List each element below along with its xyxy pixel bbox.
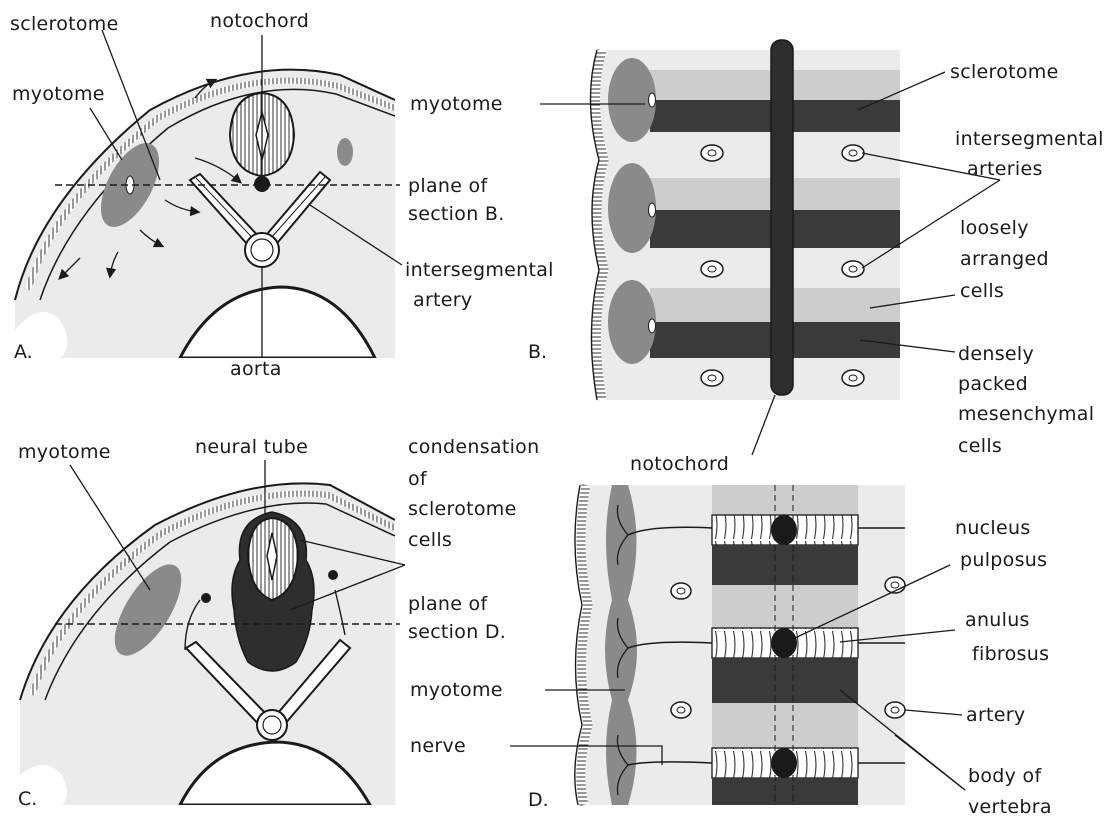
notochord-a bbox=[254, 176, 270, 192]
dense-segment-d bbox=[712, 545, 858, 585]
label-myotome-b: myotome bbox=[410, 93, 503, 115]
label-condensation-1: condensation bbox=[408, 436, 539, 458]
nucleus-pulposus bbox=[771, 628, 797, 658]
label-anulus-2: fibrosus bbox=[972, 643, 1049, 665]
leader-artery-d bbox=[905, 710, 962, 715]
loose-segment-d bbox=[712, 703, 858, 748]
label-dense-3: mesenchymal bbox=[958, 403, 1094, 425]
label-artery-d: artery bbox=[966, 704, 1025, 726]
aorta-a-inner bbox=[251, 239, 273, 261]
label-plane-d-2: section D. bbox=[408, 621, 506, 643]
aorta-c-inner bbox=[263, 716, 281, 734]
label-notochord-a: notochord bbox=[210, 10, 309, 32]
panel-letter-c: C. bbox=[18, 788, 37, 810]
label-body-2: vertebra bbox=[968, 796, 1052, 818]
myotome-b-lumen bbox=[649, 319, 656, 333]
label-plane-b-1: plane of bbox=[408, 175, 488, 197]
spinal-ganglion-c bbox=[328, 570, 338, 580]
leader-notochord-b bbox=[752, 395, 775, 455]
label-nucleus-2: pulposus bbox=[960, 549, 1047, 571]
dense-segment-d bbox=[712, 778, 858, 805]
label-loose-1: loosely bbox=[960, 217, 1029, 239]
loose-segment-d bbox=[712, 585, 858, 628]
label-notochord-d: notochord bbox=[630, 453, 729, 475]
label-nerve-d: nerve bbox=[410, 735, 466, 757]
panel-letter-a: A. bbox=[14, 341, 33, 363]
myotome-a-right bbox=[337, 138, 353, 166]
label-myotome-a: myotome bbox=[12, 83, 105, 105]
label-nucleus-1: nucleus bbox=[955, 517, 1031, 539]
label-sclerotome-a: sclerotome bbox=[10, 13, 119, 35]
label-arteries-b-2: arteries bbox=[967, 158, 1043, 180]
label-artery-a-1: intersegmental bbox=[405, 259, 554, 281]
label-sclerotome-b: sclerotome bbox=[950, 61, 1059, 83]
label-condensation-2: of bbox=[408, 468, 428, 490]
panel-b: myotome sclerotome intersegmental arteri… bbox=[410, 40, 1104, 457]
label-dense-2: packed bbox=[958, 373, 1028, 395]
label-anulus-1: anulus bbox=[965, 609, 1030, 631]
label-condensation-4: cells bbox=[408, 529, 452, 551]
label-condensation-3: sclerotome bbox=[408, 498, 517, 520]
label-loose-3: cells bbox=[960, 280, 1004, 302]
notochord-b bbox=[771, 40, 793, 395]
label-aorta-a: aorta bbox=[230, 358, 282, 380]
label-myotome-d: myotome bbox=[410, 679, 503, 701]
nucleus-pulposus bbox=[771, 748, 797, 778]
label-body-1: body of bbox=[968, 765, 1042, 787]
nucleus-pulposus bbox=[771, 515, 797, 545]
myotome-b-lumen bbox=[649, 93, 656, 107]
panel-letter-b: B. bbox=[528, 341, 547, 363]
panel-a: sclerotome notochord myotome plane of se… bbox=[10, 10, 554, 380]
label-arteries-b-1: intersegmental bbox=[955, 128, 1104, 150]
label-dense-4: cells bbox=[958, 435, 1002, 457]
loose-segment-d bbox=[712, 485, 858, 515]
panel-letter-d: D. bbox=[528, 789, 549, 811]
label-myotome-c: myotome bbox=[18, 441, 111, 463]
leader-body-d bbox=[895, 735, 965, 790]
myotome-b-lumen bbox=[649, 203, 656, 217]
dense-segment-d bbox=[712, 658, 858, 703]
label-plane-b-2: section B. bbox=[408, 203, 505, 225]
label-plane-d-1: plane of bbox=[408, 593, 488, 615]
label-dense-1: densely bbox=[958, 343, 1034, 365]
label-artery-a-2: artery bbox=[413, 289, 472, 311]
spinal-ganglion-c bbox=[201, 593, 211, 603]
label-loose-2: arranged bbox=[960, 248, 1049, 270]
label-neural-tube-c: neural tube bbox=[195, 436, 308, 458]
